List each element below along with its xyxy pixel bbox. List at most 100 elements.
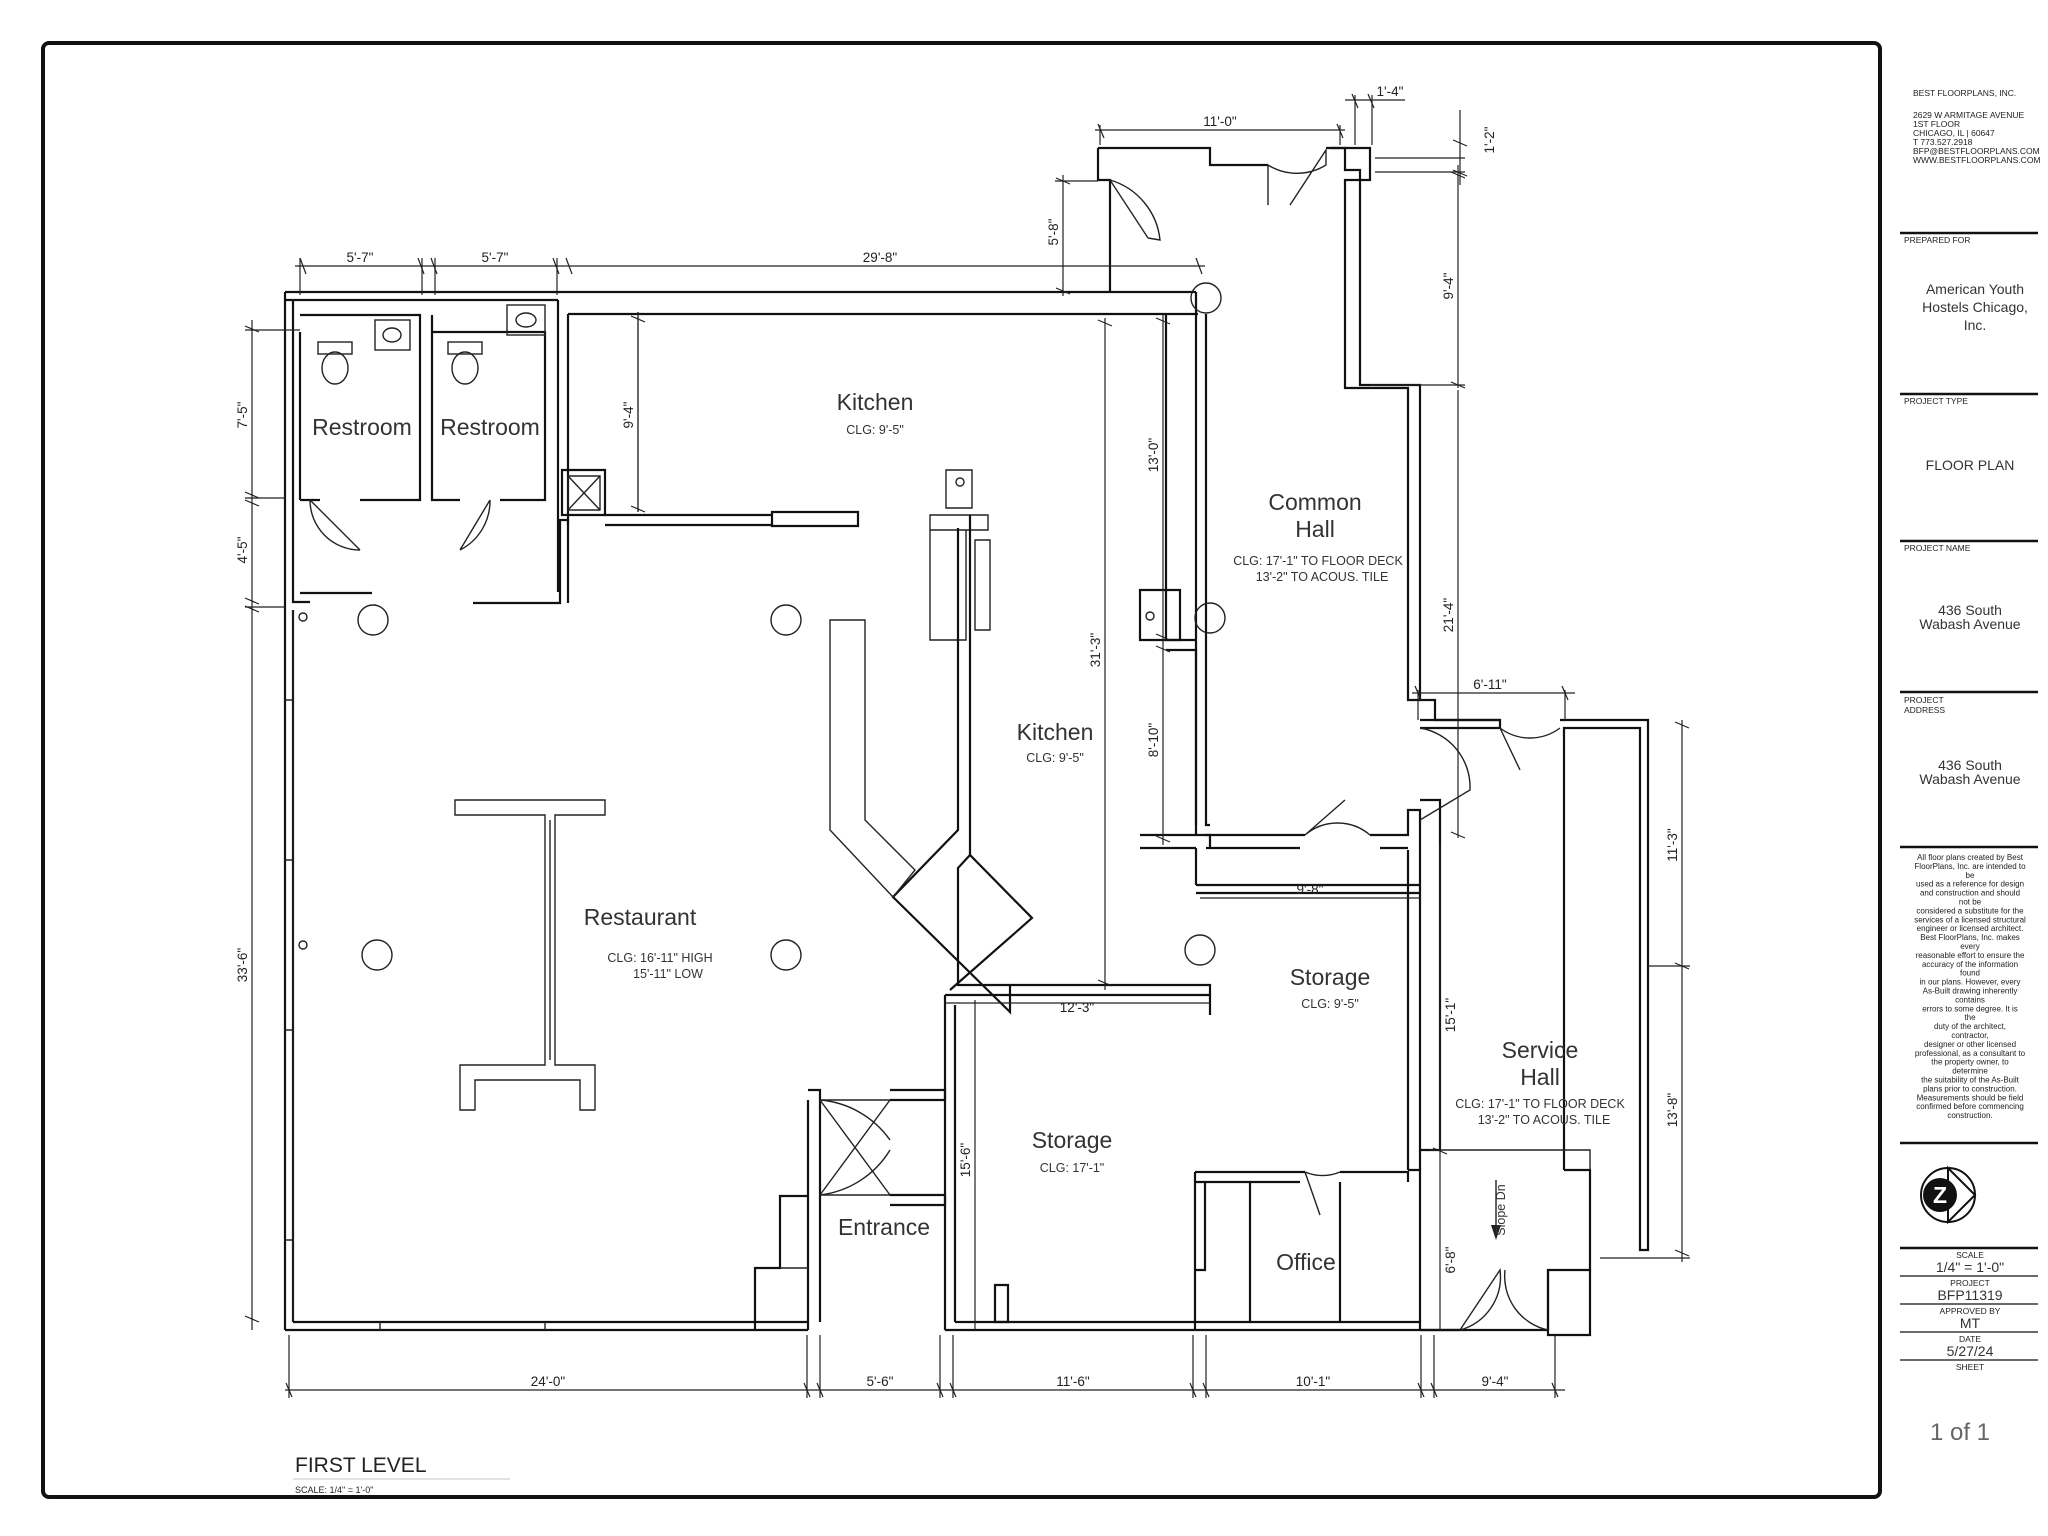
date-label: DATE: [1959, 1334, 1981, 1344]
disclaimer-line: reasonable effort to ensure the: [1916, 951, 2025, 960]
room-common-hall-clg-2: 13'-2" TO ACOUS. TILE: [1256, 570, 1389, 584]
title-block: BEST FLOORPLANS, INC. 2629 W ARMITAGE AV…: [1900, 88, 2041, 1446]
project-name-1: 436 South: [1938, 602, 2002, 618]
disclaimer-line: used as a reference for design: [1916, 880, 2024, 889]
room-service-hall-clg-1: CLG: 17'-1" TO FLOOR DECK: [1455, 1097, 1625, 1111]
dimension-lines: [244, 93, 1690, 1398]
dim-21-4: 21'-4": [1441, 598, 1456, 633]
dim-12-3: 12'-3": [1060, 1000, 1095, 1015]
dim-13-8: 13'-8": [1665, 1093, 1680, 1128]
disclaimer-line: the: [1964, 1013, 1976, 1022]
project-name-2: Wabash Avenue: [1919, 616, 2020, 632]
disclaimer-line: engineer or licensed architect.: [1917, 924, 2024, 933]
dim-5-7-a: 5'-7": [347, 250, 374, 265]
scale-label: SCALE: [1956, 1250, 1984, 1260]
firm-address-4: T 773.527.2918: [1913, 137, 1973, 147]
room-storage-1: Storage: [1290, 964, 1371, 990]
dim-8-10: 8'-10": [1146, 723, 1161, 758]
dim-9-8: 9'-8": [1297, 882, 1324, 897]
slope-label: Slope Dn: [1494, 1184, 1508, 1235]
room-restroom-2: Restroom: [440, 414, 540, 440]
disclaimer-line: every: [1960, 942, 1980, 951]
dim-29-8: 29'-8": [863, 250, 898, 265]
room-common-hall-1: Common: [1268, 489, 1361, 515]
disclaimer-line: not be: [1959, 898, 1982, 907]
room-kitchen-2-clg: CLG: 9'-5": [1026, 751, 1084, 765]
room-service-hall-clg-2: 13'-2" TO ACOUS. TILE: [1478, 1113, 1611, 1127]
columns: [298, 282, 1226, 971]
disclaimer-line: services of a licensed structural: [1914, 915, 2026, 924]
room-common-hall-clg-1: CLG: 17'-1" TO FLOOR DECK: [1233, 554, 1403, 568]
project-address-1: 436 South: [1938, 757, 2002, 773]
disclaimer-line: the property owner, to: [1931, 1058, 2009, 1067]
room-restroom-1: Restroom: [312, 414, 412, 440]
dim-6-11: 6'-11": [1473, 677, 1507, 692]
disclaimer-line: construction.: [1947, 1111, 1992, 1120]
prepared-for-label: PREPARED FOR: [1904, 235, 1970, 245]
disclaimer-line: contains: [1955, 995, 1985, 1004]
room-kitchen-1-clg: CLG: 9'-5": [846, 423, 904, 437]
project-type: FLOOR PLAN: [1926, 457, 2015, 473]
room-service-hall-1: Service: [1502, 1037, 1579, 1063]
dim-1-4: 1'-4": [1377, 84, 1404, 99]
firm-address-6: WWW.BESTFLOORPLANS.COM: [1913, 155, 2041, 165]
disclaimer-line: As-Built drawing inherently: [1923, 987, 2018, 996]
dim-13-0: 13'-0": [1146, 438, 1161, 473]
prepared-for-2: Hostels Chicago,: [1922, 299, 2028, 315]
room-kitchen-1: Kitchen: [837, 389, 914, 415]
room-storage-2-clg: CLG: 17'-1": [1040, 1161, 1105, 1175]
disclaimer-line: designer or other licensed: [1924, 1040, 2016, 1049]
disclaimer-line: FloorPlans, Inc. are intended to: [1914, 862, 2026, 871]
disclaimer-line: considered a substitute for the: [1916, 906, 2024, 915]
fixtures: [317, 304, 606, 1111]
disclaimer-line: Measurements should be field: [1917, 1093, 2024, 1102]
disclaimer-line: plans prior to construction.: [1923, 1084, 2017, 1093]
dim-15-1: 15'-1": [1443, 998, 1458, 1033]
disclaimer-line: confirmed before commencing: [1916, 1102, 2024, 1111]
firm-address-5: BFP@BESTFLOORPLANS.COM: [1913, 146, 2040, 156]
disclaimer-line: Best FloorPlans, Inc. makes: [1920, 933, 2020, 942]
room-entrance: Entrance: [838, 1214, 930, 1240]
walls: [283, 146, 1650, 1337]
sheet-border: [41, 41, 1882, 1499]
sheet-number: 1 of 1: [1930, 1419, 1990, 1446]
approved-label: APPROVED BY: [1940, 1306, 2001, 1316]
room-kitchen-2: Kitchen: [1017, 719, 1094, 745]
disclaimer-line: found: [1960, 969, 1980, 978]
room-storage-2: Storage: [1032, 1127, 1113, 1153]
north-letter: Z: [1933, 1182, 1947, 1208]
project-address-label-1: PROJECT: [1904, 695, 1944, 705]
room-service-hall-2: Hall: [1520, 1064, 1560, 1090]
approved-by: MT: [1960, 1315, 1981, 1331]
dim-9-4-kitchen: 9'-4": [621, 401, 636, 428]
disclaimer-line: and construction and should: [1920, 889, 2020, 898]
doors: [309, 147, 1561, 1331]
room-storage-1-clg: CLG: 9'-5": [1301, 997, 1359, 1011]
firm-address-3: CHICAGO, IL | 60647: [1913, 128, 1995, 138]
disclaimer-line: in our plans. However, every: [1920, 978, 2021, 987]
disclaimer: All floor plans created by BestFloorPlan…: [1914, 853, 2026, 1120]
disclaimer-line: contractor,: [1951, 1031, 1988, 1040]
room-restaurant-clg-2: 15'-11" LOW: [633, 967, 703, 981]
dim-11-0: 11'-0": [1203, 114, 1237, 129]
date-value: 5/27/24: [1947, 1343, 1994, 1359]
disclaimer-line: duty of the architect,: [1934, 1022, 2006, 1031]
dim-15-6: 15'-6": [958, 1143, 973, 1178]
sheet-label: SHEET: [1956, 1362, 1984, 1372]
room-restaurant-clg-1: CLG: 16'-11" HIGH: [607, 951, 712, 965]
dim-24-0: 24'-0": [531, 1374, 566, 1389]
firm-address-1: 2629 W ARMITAGE AVENUE: [1913, 110, 2024, 120]
dim-11-6: 11'-6": [1056, 1374, 1090, 1389]
dim-9-4-top: 9'-4": [1441, 272, 1456, 299]
disclaimer-line: All floor plans created by Best: [1917, 853, 2024, 862]
slope-arrow: [1491, 1180, 1501, 1240]
north-arrow-icon: Z: [1920, 1165, 1977, 1225]
project-no: BFP11319: [1937, 1287, 2002, 1303]
dim-5-7-b: 5'-7": [482, 250, 509, 265]
room-restaurant: Restaurant: [584, 904, 697, 930]
plan-title: FIRST LEVEL: [295, 1454, 427, 1477]
room-office: Office: [1276, 1249, 1336, 1275]
dim-6-8: 6'-8": [1443, 1246, 1458, 1273]
dim-9-4-bottom: 9'-4": [1482, 1374, 1509, 1389]
